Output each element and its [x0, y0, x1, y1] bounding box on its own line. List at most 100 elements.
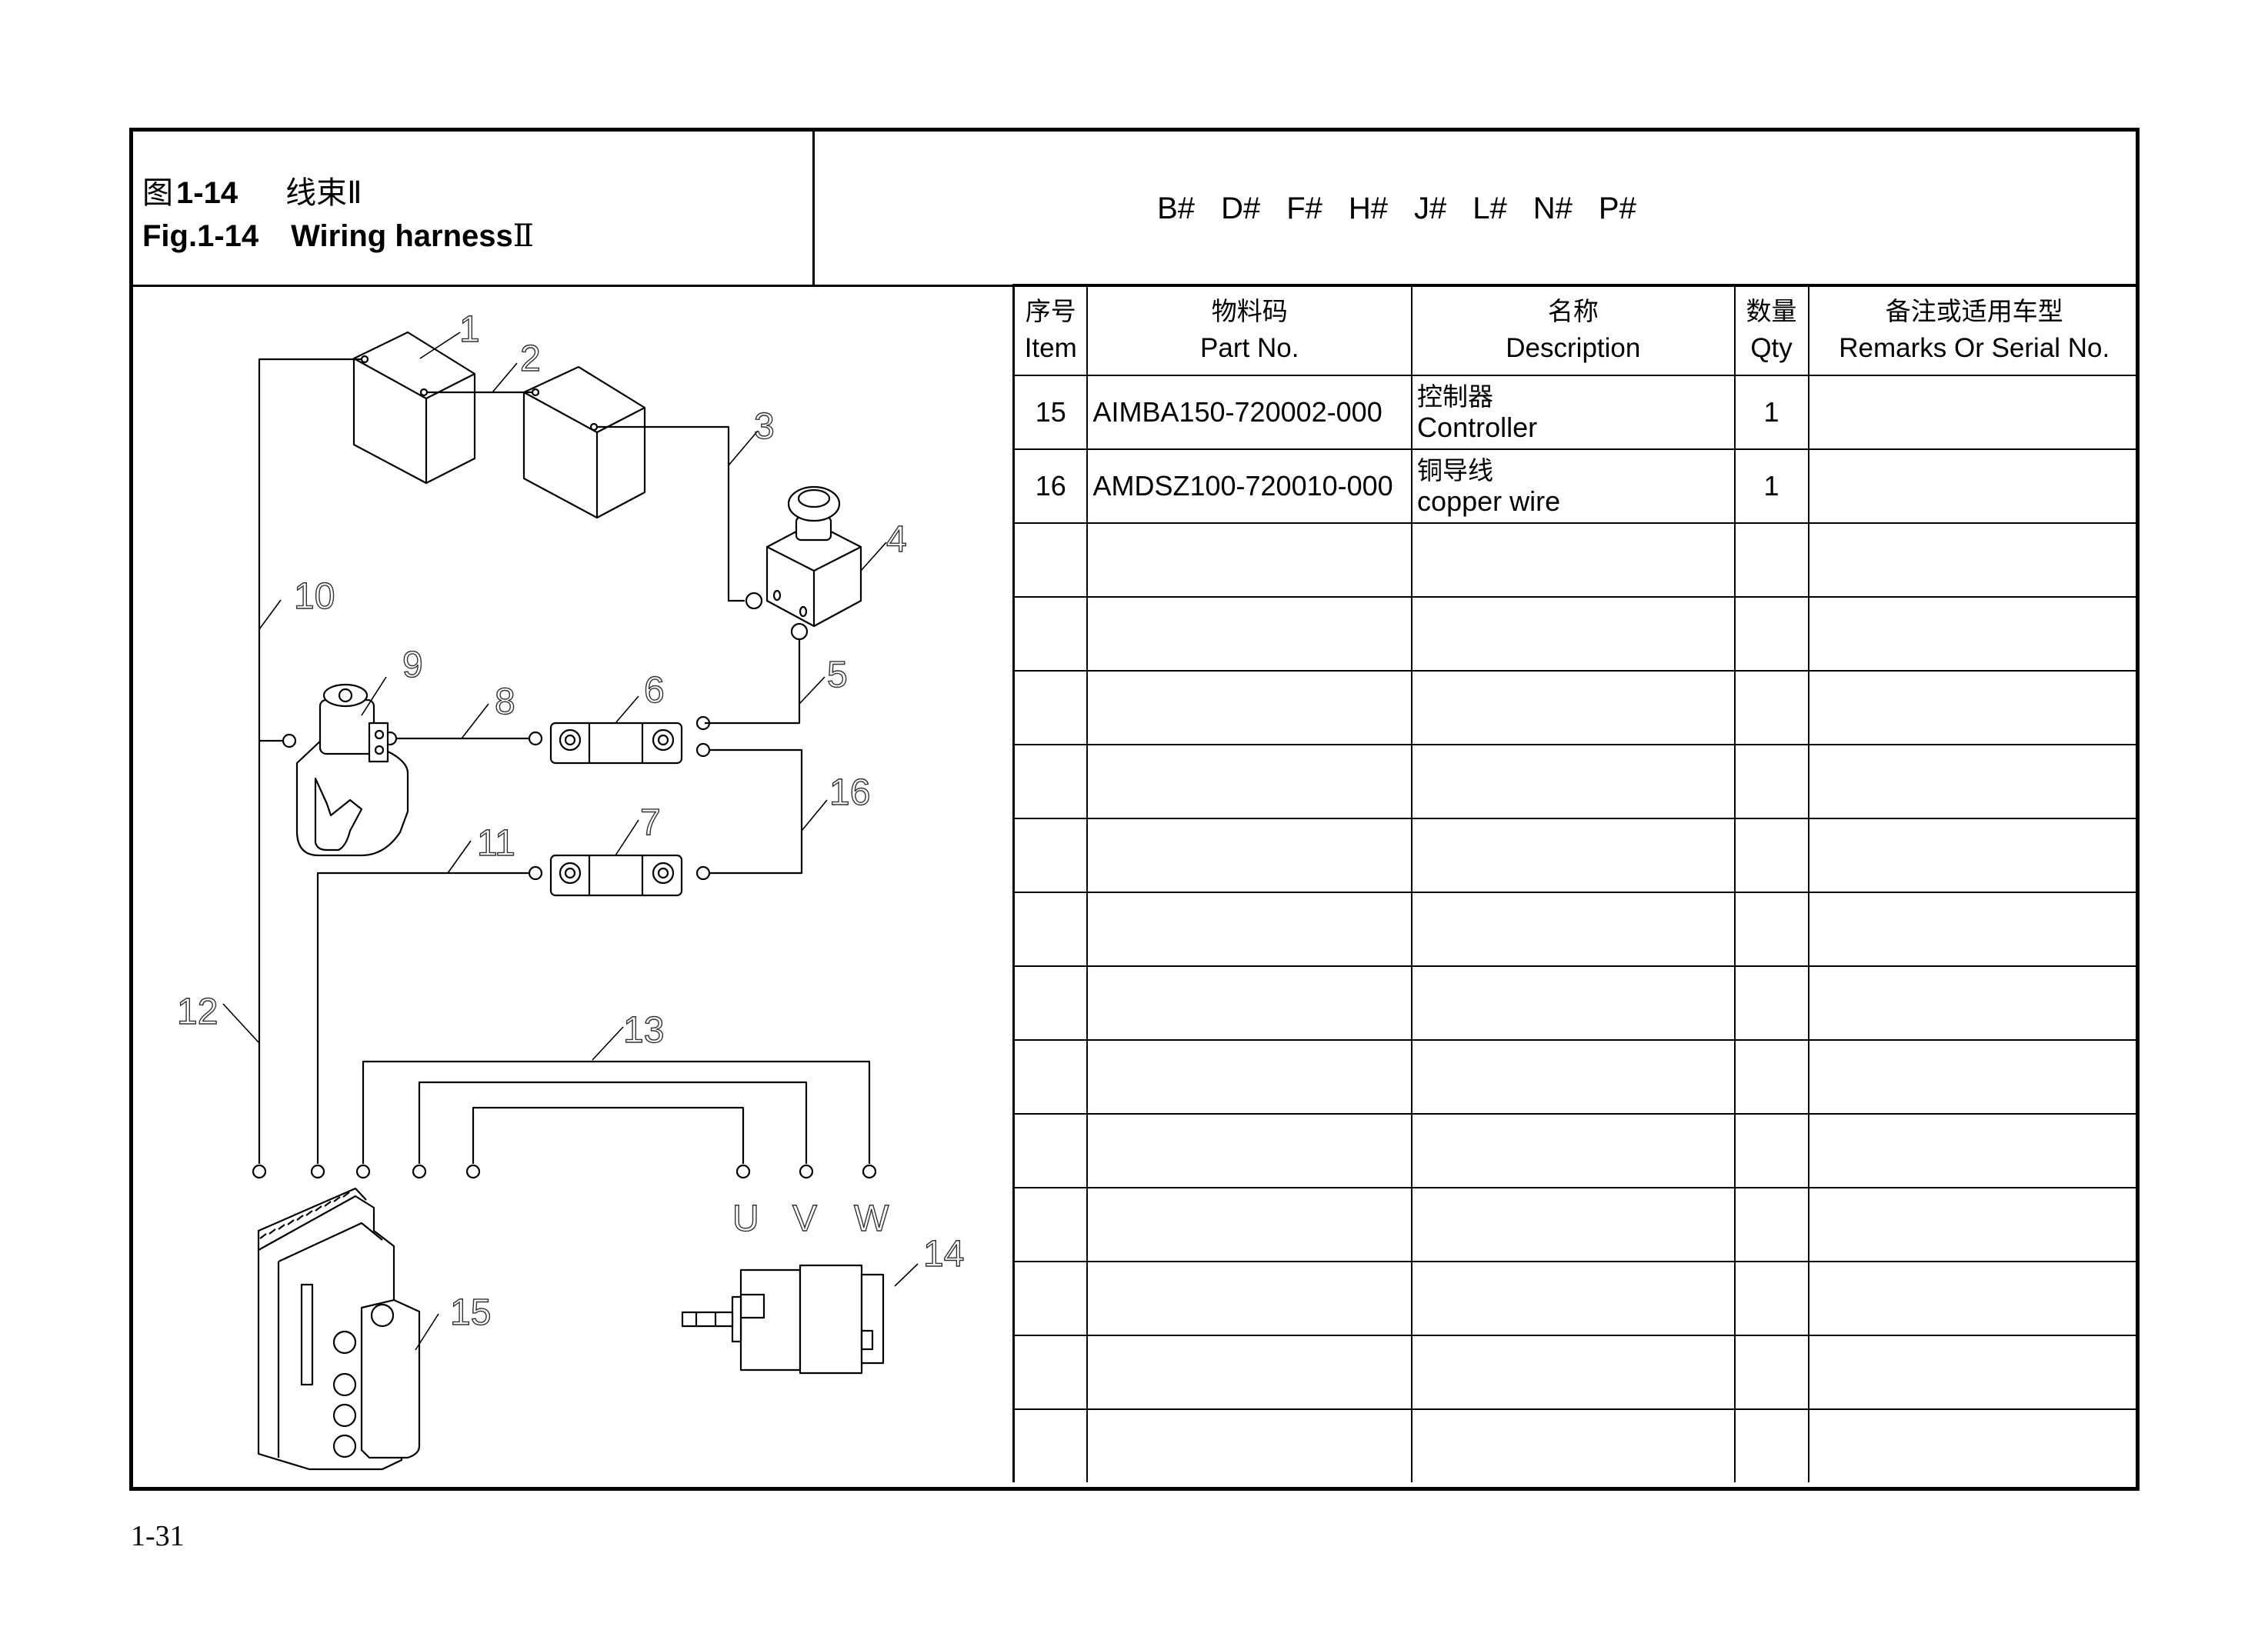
- applicable-models: B#D#F#H#J#L#N#P#: [815, 132, 2136, 285]
- phase-label-u: U: [732, 1198, 759, 1239]
- remarks-cell: [1807, 1335, 2140, 1410]
- controller-icon: [257, 1187, 421, 1471]
- part-no-cell: AIMBA150-720002-000: [1086, 375, 1413, 450]
- item-cell: [1012, 522, 1089, 598]
- item-cell: [1012, 1113, 1089, 1188]
- table-row-empty: [1012, 1187, 2140, 1262]
- callout-2: 2: [520, 338, 541, 379]
- callout-5: 5: [827, 655, 848, 695]
- part-no-cell: [1086, 522, 1413, 598]
- item-cell: [1012, 1187, 1089, 1262]
- item-cell: [1012, 670, 1089, 745]
- phase-label-w: W: [854, 1198, 889, 1239]
- part-no-cell: [1086, 1113, 1413, 1188]
- traction-motor-icon: [681, 1264, 885, 1375]
- remarks-cell: [1807, 1408, 2140, 1482]
- model-code: H#: [1348, 191, 1389, 225]
- table-row-empty: [1012, 1335, 2140, 1410]
- callout-13: 13: [623, 1010, 664, 1051]
- remarks-cell: [1807, 448, 2140, 524]
- item-cell: [1012, 1335, 1089, 1410]
- callout-15: 15: [450, 1292, 491, 1333]
- part-no-cell: [1086, 670, 1413, 745]
- remarks-cell: [1807, 965, 2140, 1041]
- phase-label-v: V: [792, 1198, 817, 1239]
- table-row-empty: [1012, 1261, 2140, 1336]
- model-code: D#: [1221, 191, 1261, 225]
- description-cell: [1411, 1261, 1736, 1336]
- battery-icon: [352, 331, 476, 485]
- part-no-cell: [1086, 1187, 1413, 1262]
- description-cell: [1411, 818, 1736, 893]
- remarks-cell: [1807, 744, 2140, 819]
- callout-9: 9: [402, 645, 423, 685]
- table-row-empty: [1012, 818, 2140, 893]
- item-cell: [1012, 1039, 1089, 1115]
- description-cell: [1411, 965, 1736, 1041]
- qty-cell: [1733, 1408, 1809, 1482]
- callout-7: 7: [640, 802, 661, 843]
- description-cell: [1411, 892, 1736, 967]
- table-row-empty: [1012, 1408, 2140, 1482]
- part-no-cell: [1086, 596, 1413, 672]
- description-cell: [1411, 596, 1736, 672]
- item-cell: [1012, 965, 1089, 1041]
- part-no-cell: [1086, 965, 1413, 1041]
- part-no-cell: [1086, 1408, 1413, 1482]
- connector-icon: [549, 854, 683, 897]
- callout-14: 14: [923, 1234, 964, 1275]
- part-no-cell: [1086, 818, 1413, 893]
- model-code: N#: [1533, 191, 1573, 225]
- remarks-cell: [1807, 596, 2140, 672]
- qty-cell: [1733, 818, 1809, 893]
- callout-11: 11: [477, 823, 515, 864]
- model-code: B#: [1157, 191, 1196, 225]
- callout-4: 4: [886, 519, 907, 560]
- qty-cell: [1733, 965, 1809, 1041]
- description-cell: [1411, 1335, 1736, 1410]
- connector-icon: [549, 722, 683, 765]
- qty-cell: [1733, 1039, 1809, 1115]
- table-row-empty: [1012, 965, 2140, 1041]
- part-no-cell: [1086, 1261, 1413, 1336]
- table-row-empty: [1012, 522, 2140, 598]
- wiring-diagram: 1 2 3 4 5 6 7 8 9 10 11 12 13 14 15 16 U…: [176, 308, 965, 1471]
- callout-labels: 1 2 3 4 5 6 7 8 9 10 11 12 13 14 15 16 U…: [176, 308, 965, 1333]
- table-row-empty: [1012, 596, 2140, 672]
- model-code: J#: [1414, 191, 1447, 225]
- description-cell: [1411, 1039, 1736, 1115]
- model-code: L#: [1473, 191, 1507, 225]
- qty-cell: 1: [1733, 448, 1809, 524]
- callout-16: 16: [829, 772, 870, 813]
- model-code: F#: [1286, 191, 1322, 225]
- description-cell: [1411, 522, 1736, 598]
- description-cell: [1411, 1187, 1736, 1262]
- remarks-cell: [1807, 1187, 2140, 1262]
- item-cell: 15: [1012, 375, 1089, 450]
- remarks-cell: [1807, 818, 2140, 893]
- part-no-cell: [1086, 892, 1413, 967]
- item-cell: [1012, 892, 1089, 967]
- qty-cell: [1733, 1113, 1809, 1188]
- callout-8: 8: [495, 682, 515, 722]
- callout-10: 10: [294, 576, 335, 617]
- description-cell: [1411, 744, 1736, 819]
- qty-cell: [1733, 596, 1809, 672]
- qty-cell: [1733, 744, 1809, 819]
- description-cell: [1411, 1408, 1736, 1482]
- part-no-cell: AMDSZ100-720010-000: [1086, 448, 1413, 524]
- qty-cell: [1733, 670, 1809, 745]
- table-row-empty: [1012, 670, 2140, 745]
